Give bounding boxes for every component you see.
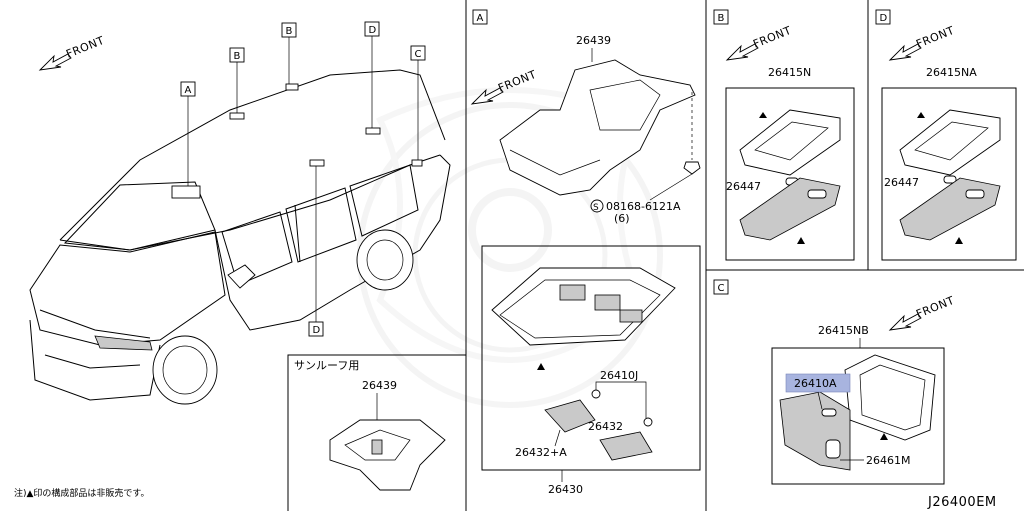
highlighted-part-26410A[interactable]: 26410A bbox=[785, 373, 851, 410]
sunroof-panel: サンルーフ用 26439 bbox=[294, 359, 446, 491]
map-lamp-assembly-box: 26410J 26432 26432+A 26430 bbox=[481, 245, 701, 496]
front-indicator-main: FRONT bbox=[38, 34, 106, 71]
panel-borders bbox=[287, 0, 1024, 511]
callout-b-vehicle-right[interactable]: B bbox=[281, 22, 297, 84]
svg-text:26415NA: 26415NA bbox=[926, 66, 977, 79]
vehicle-illustration bbox=[29, 69, 451, 405]
front-indicator-c: FRONT bbox=[888, 294, 956, 331]
footnote: 注)▲印の構成部品は非販売です。 bbox=[14, 487, 150, 499]
svg-text:B: B bbox=[234, 51, 241, 62]
front-indicator-a: FRONT bbox=[470, 68, 538, 105]
callout-c-vehicle[interactable]: C bbox=[410, 45, 426, 160]
panel-a-tag[interactable]: A bbox=[472, 9, 488, 25]
svg-text:サンルーフ用: サンルーフ用 bbox=[294, 359, 359, 372]
svg-text:26447: 26447 bbox=[726, 180, 761, 193]
svg-text:C: C bbox=[415, 49, 422, 60]
svg-text:(6): (6) bbox=[614, 212, 630, 225]
svg-text:08168-6121A: 08168-6121A bbox=[606, 200, 681, 213]
svg-text:26432+A: 26432+A bbox=[515, 446, 567, 459]
svg-text:26410A: 26410A bbox=[794, 377, 837, 390]
svg-text:26432: 26432 bbox=[588, 420, 623, 433]
label-26461M: 26461M bbox=[840, 454, 910, 467]
front-indicator-d: FRONT bbox=[888, 24, 956, 61]
svg-text:26410J: 26410J bbox=[600, 369, 638, 382]
svg-text:26415NB: 26415NB bbox=[818, 324, 869, 337]
svg-text:B: B bbox=[718, 13, 725, 24]
screw-08168-6121A: S 08168-6121A (6) bbox=[590, 161, 701, 225]
svg-text:A: A bbox=[185, 85, 192, 96]
svg-text:A: A bbox=[477, 13, 484, 24]
svg-text:D: D bbox=[369, 25, 377, 36]
front-indicator-b: FRONT bbox=[725, 24, 793, 61]
svg-text:26415N: 26415N bbox=[768, 66, 811, 79]
svg-text:26447: 26447 bbox=[884, 176, 919, 189]
svg-text:FRONT: FRONT bbox=[64, 34, 106, 61]
svg-text:26439: 26439 bbox=[362, 379, 397, 392]
svg-text:26430: 26430 bbox=[548, 483, 583, 496]
panel-b-tag[interactable]: B bbox=[713, 9, 729, 25]
svg-text:FRONT: FRONT bbox=[914, 24, 956, 51]
drawing-code: J26400EM bbox=[927, 495, 997, 510]
svg-text:注)▲印の構成部品は非販売です。: 注)▲印の構成部品は非販売です。 bbox=[14, 487, 150, 499]
svg-text:S: S bbox=[593, 203, 599, 213]
svg-text:D: D bbox=[313, 325, 321, 336]
callout-d-vehicle-top[interactable]: D bbox=[364, 21, 380, 128]
panel-c-tag[interactable]: C bbox=[713, 279, 729, 295]
svg-text:J26400EM: J26400EM bbox=[927, 495, 997, 510]
callout-a-vehicle[interactable]: A bbox=[180, 81, 196, 186]
callout-d-vehicle-bottom[interactable]: D bbox=[308, 166, 324, 337]
room-lamp-c: 26415NB bbox=[771, 324, 945, 485]
room-lamp-d: 26415NA 26447 bbox=[881, 66, 1017, 261]
svg-text:C: C bbox=[718, 283, 725, 294]
svg-text:26439: 26439 bbox=[576, 34, 611, 47]
svg-text:26461M: 26461M bbox=[866, 454, 910, 467]
svg-text:D: D bbox=[880, 13, 888, 24]
svg-text:B: B bbox=[286, 26, 293, 37]
panel-d-tag[interactable]: D bbox=[875, 9, 891, 25]
svg-text:FRONT: FRONT bbox=[751, 24, 793, 51]
bracket-26439: 26439 bbox=[499, 34, 696, 196]
room-lamp-b: 26415N 26447 bbox=[725, 66, 855, 261]
svg-text:FRONT: FRONT bbox=[914, 294, 956, 321]
callout-b-vehicle-left[interactable]: B bbox=[229, 47, 245, 113]
